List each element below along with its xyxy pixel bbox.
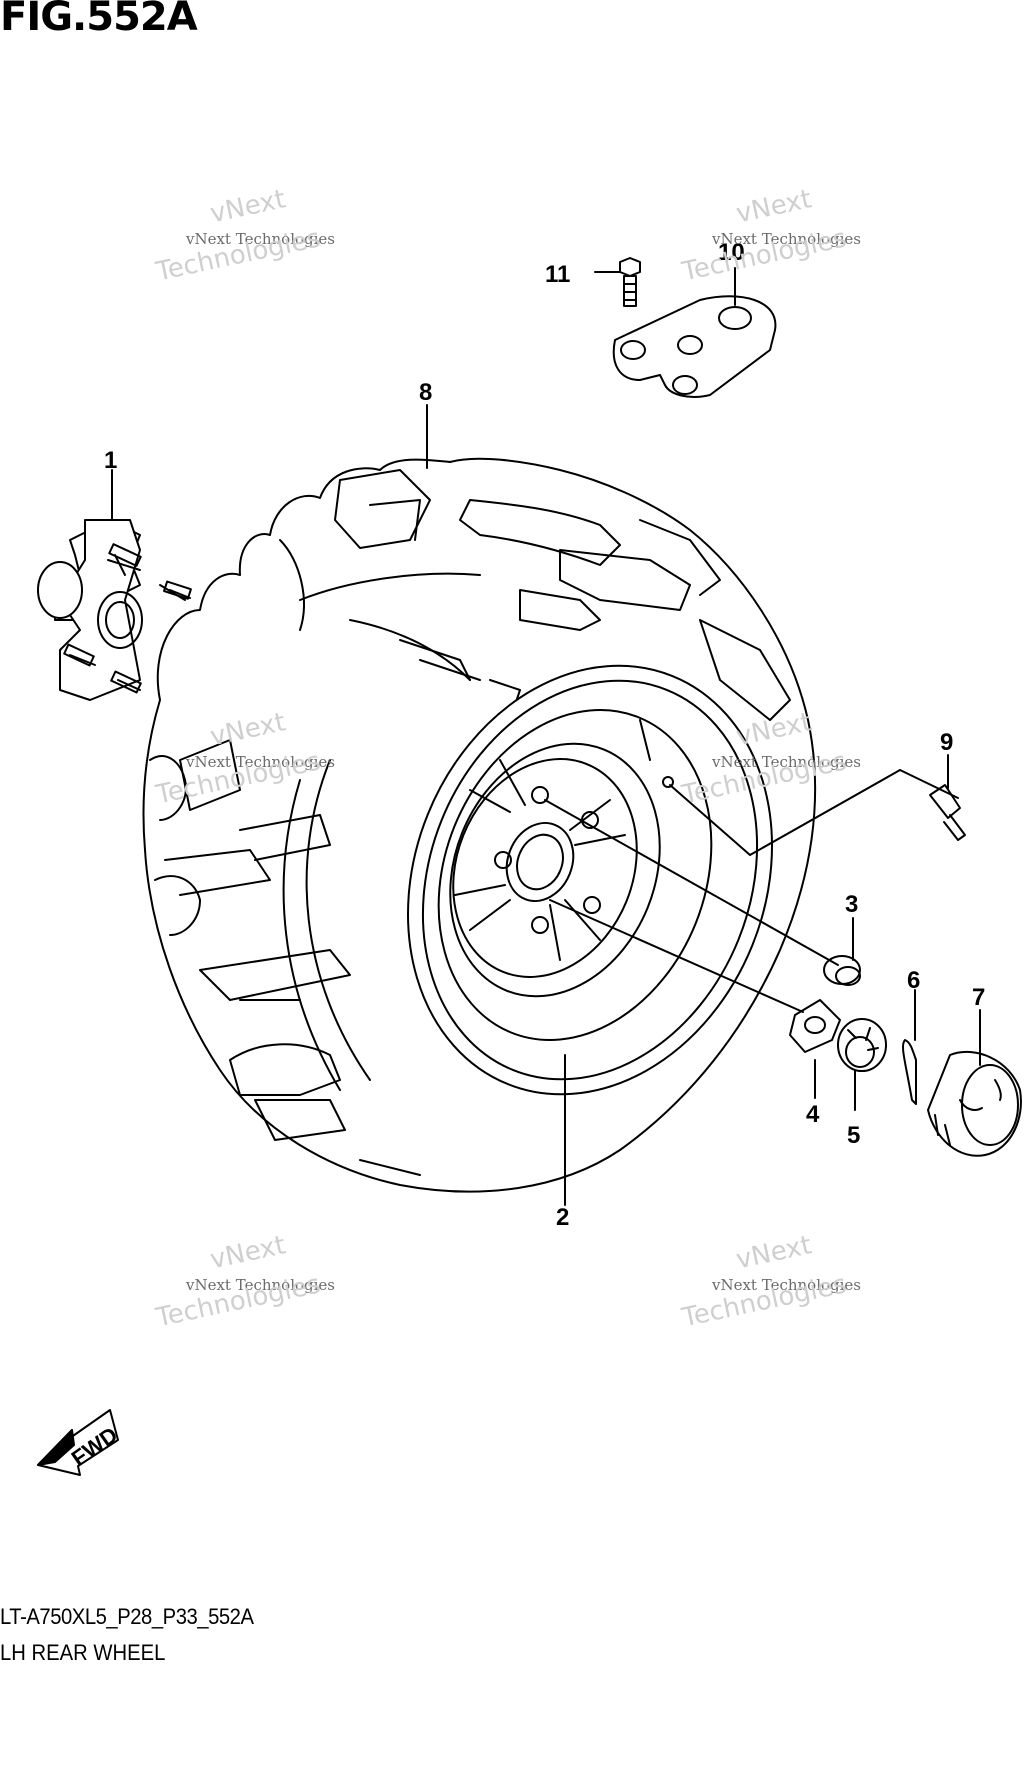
rim: [407, 664, 773, 1096]
callout-5: 5: [847, 1122, 860, 1149]
figure-title: FIG.552A: [0, 0, 198, 40]
bracket: [612, 295, 777, 398]
fwd-arrow: [37, 1409, 119, 1476]
cotter-pin: [902, 1039, 917, 1105]
figure-code: LT-A750XL5_P28_P33_552A: [0, 1604, 254, 1629]
callout-7: 7: [972, 984, 985, 1011]
callout-8: 8: [419, 379, 432, 406]
callout-1: 1: [104, 447, 117, 474]
bolt: [619, 257, 641, 307]
callout-3: 3: [845, 891, 858, 918]
callout-6: 6: [907, 967, 920, 994]
castle-nut: [837, 1018, 887, 1072]
callout-labels: 1 2 3 4 5 6 7 8 9 10 11: [104, 239, 985, 1231]
callout-11: 11: [545, 261, 570, 288]
callout-10: 10: [718, 239, 745, 266]
callout-2: 2: [556, 1204, 569, 1231]
figure-caption: LH REAR WHEEL: [0, 1640, 166, 1665]
cap: [927, 1050, 1022, 1157]
hub: [37, 519, 192, 701]
callout-4: 4: [806, 1101, 820, 1128]
callout-9: 9: [940, 729, 953, 756]
washer: [789, 999, 841, 1053]
